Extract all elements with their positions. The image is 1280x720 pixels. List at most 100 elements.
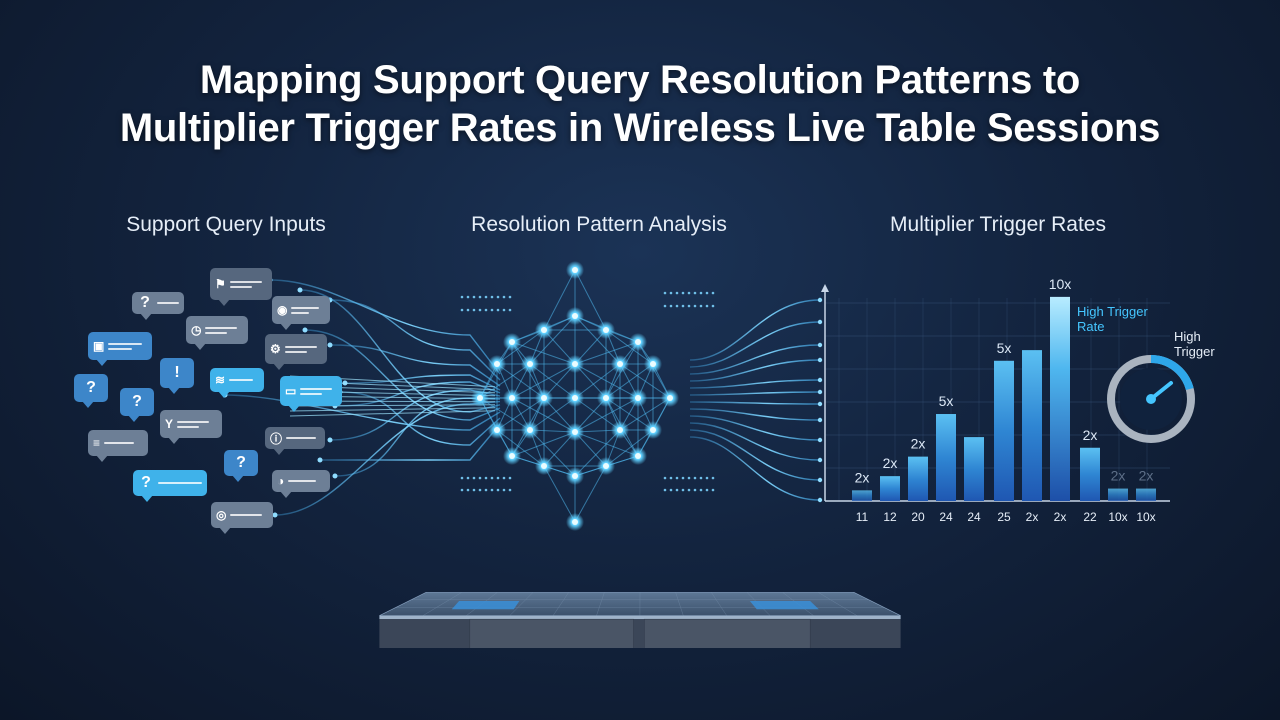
query-bubble: ⚑	[210, 268, 272, 306]
dot	[687, 488, 691, 492]
output-node	[817, 401, 823, 407]
network-edge	[619, 397, 671, 431]
network-node	[635, 395, 641, 401]
output-line	[689, 422, 821, 461]
dot	[502, 476, 506, 480]
dot	[460, 308, 464, 312]
dot	[484, 488, 488, 492]
glow-line	[289, 407, 496, 412]
bubble-text-lines	[108, 342, 143, 350]
dot	[687, 291, 691, 295]
bubble-text-lines	[205, 326, 238, 334]
network-node	[509, 339, 515, 345]
section-label-rates: Multiplier Trigger Rates	[890, 213, 1106, 236]
dot	[478, 295, 482, 299]
bar	[964, 437, 984, 501]
output-line	[689, 436, 821, 501]
page-title-line-2: Multiplier Trigger Rates in Wireless Liv…	[119, 106, 1161, 150]
shield-icon: ◉	[277, 303, 288, 317]
bubble-text-lines	[158, 482, 202, 484]
pie-icon: ◑	[277, 474, 285, 488]
flow-line	[344, 374, 501, 391]
dot	[466, 476, 470, 480]
flow-line	[274, 400, 501, 516]
tick-label: 22	[1083, 510, 1097, 524]
dot	[681, 291, 685, 295]
dot	[466, 308, 470, 312]
tick-label: 10x	[1108, 510, 1127, 524]
live-table-surface	[379, 592, 901, 648]
output-line	[689, 408, 821, 421]
query-bubble: ◎	[211, 502, 273, 534]
network-node	[617, 361, 623, 367]
bar	[1050, 296, 1070, 501]
network-edge	[574, 269, 607, 331]
network-node	[477, 395, 483, 401]
card-icon: ▭	[285, 384, 297, 398]
flow-line	[329, 299, 501, 381]
dot	[675, 488, 679, 492]
network-node	[572, 267, 578, 273]
network-node	[635, 453, 641, 459]
dot	[496, 308, 500, 312]
bubble-text-lines	[177, 420, 210, 428]
info-icon: ⓘ	[270, 431, 283, 446]
filter-icon: Y	[165, 417, 174, 431]
network-edge	[529, 429, 576, 477]
bubble-text-lines	[286, 437, 317, 439]
tick-label: 24	[967, 510, 981, 524]
dot	[496, 476, 500, 480]
query-bubble: ◉	[272, 296, 330, 330]
flow-node	[327, 342, 333, 348]
flow-node	[317, 457, 323, 463]
output-node	[817, 389, 823, 395]
query-bubble: !	[160, 358, 194, 394]
dot	[693, 304, 697, 308]
output-flow-lines	[689, 297, 823, 503]
network-edge	[529, 363, 576, 399]
glow-line	[289, 410, 496, 417]
network-edge	[479, 397, 531, 431]
tick-label: 2x	[1054, 510, 1067, 524]
flow-node	[327, 437, 333, 443]
bar-label: 2x	[855, 469, 870, 485]
query-bubble: ?	[74, 374, 108, 408]
dot	[663, 476, 667, 480]
bar	[936, 414, 956, 501]
network-edge	[543, 465, 576, 523]
output-line	[689, 321, 821, 368]
network-node	[650, 361, 656, 367]
dot	[472, 488, 476, 492]
dot	[675, 304, 679, 308]
bar	[852, 490, 872, 501]
dot	[681, 304, 685, 308]
bubble-text-lines	[300, 387, 333, 395]
output-node	[817, 357, 823, 363]
y-axis-arrow	[821, 284, 829, 292]
dot	[693, 488, 697, 492]
question-icon: ?	[86, 379, 96, 396]
network-edge	[574, 465, 607, 523]
dot	[502, 295, 506, 299]
dot	[484, 295, 488, 299]
tick-label: 25	[997, 510, 1011, 524]
dot	[669, 304, 673, 308]
dot	[711, 304, 715, 308]
network-node	[572, 361, 578, 367]
query-bubble: ?	[224, 450, 258, 482]
dot	[663, 304, 667, 308]
dot	[466, 295, 470, 299]
dot	[460, 295, 464, 299]
network-edge	[496, 429, 545, 467]
dot	[699, 476, 703, 480]
question-icon: ?	[140, 294, 150, 311]
bar	[1022, 350, 1042, 501]
network-node	[494, 361, 500, 367]
bar-label: 10x	[1049, 276, 1072, 292]
flow-line	[339, 391, 501, 446]
network-edge	[543, 269, 576, 331]
output-line	[689, 344, 821, 375]
dot	[693, 476, 697, 480]
